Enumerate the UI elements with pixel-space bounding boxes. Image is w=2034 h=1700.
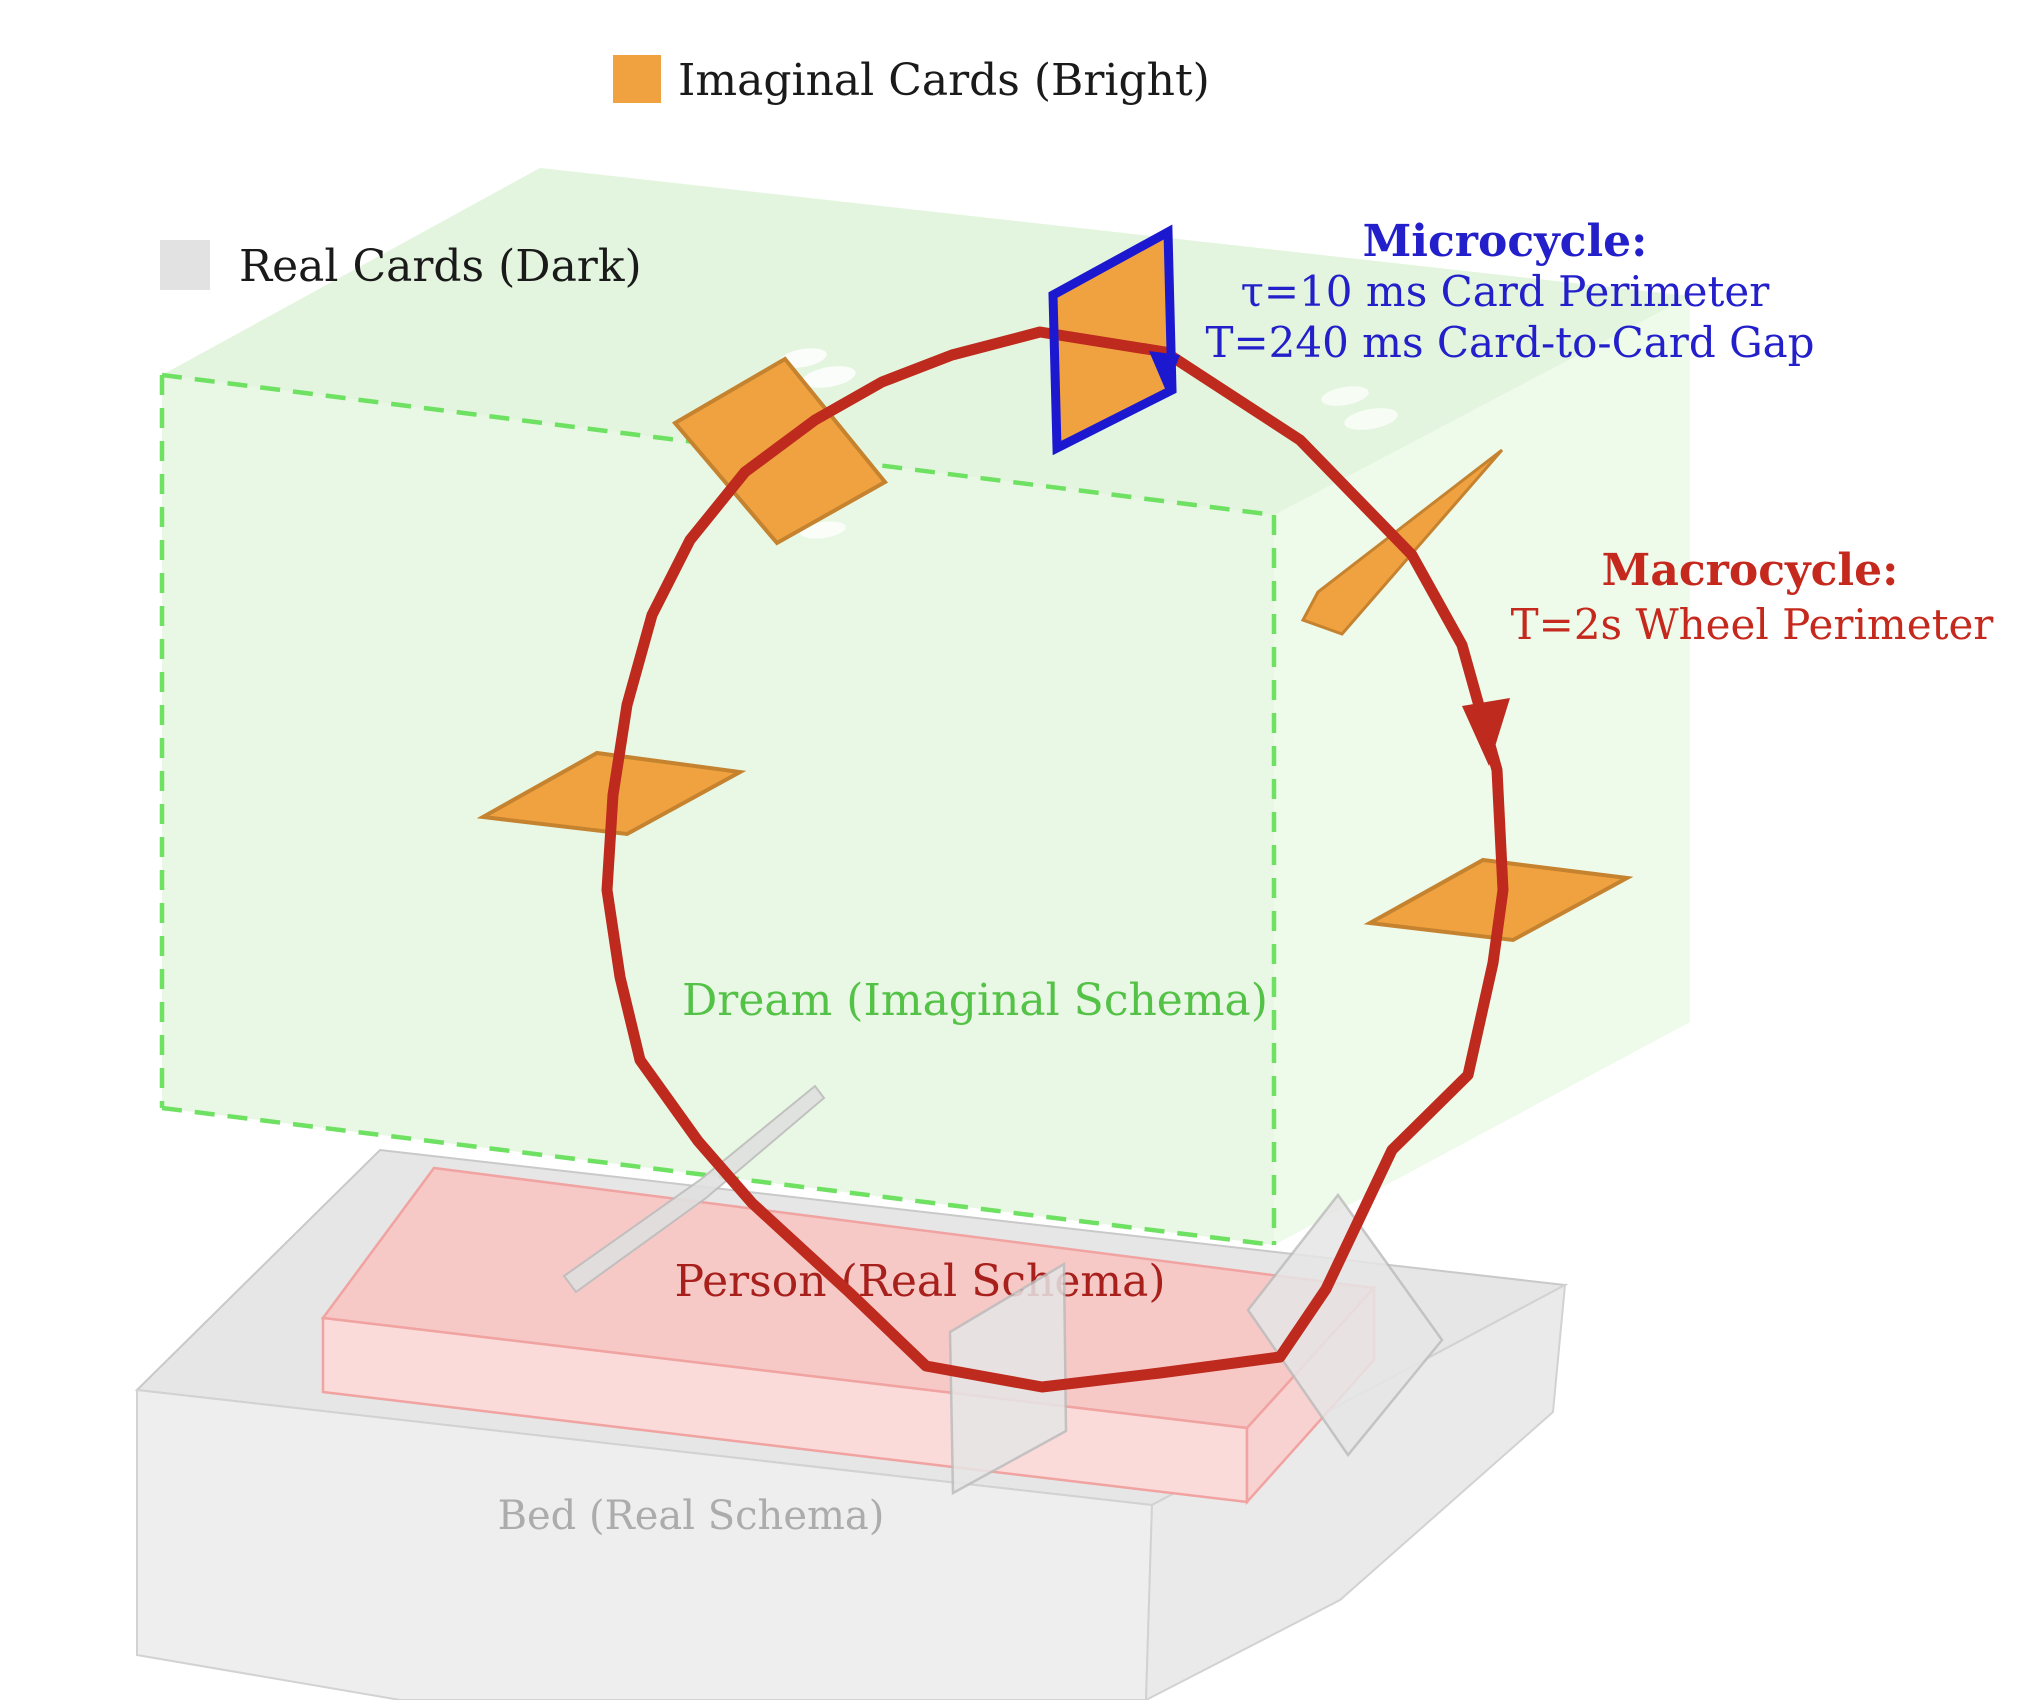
hidden-edge-back-top <box>161 372 1275 518</box>
person-region-label: Person (Real Schema) <box>674 1256 1165 1307</box>
layer-cards-wheel <box>160 55 1634 1496</box>
microcycle-heading: Microcycle: <box>1363 216 1648 267</box>
bed-right-face <box>1144 1283 1567 1700</box>
macrocycle-line2: T=2s Wheel Perimeter <box>1511 600 1995 649</box>
legend-imaginal-label: Imaginal Cards (Bright) <box>678 55 1210 106</box>
microcycle-card-border <box>1048 224 1177 456</box>
ghost-oval <box>1344 408 1398 430</box>
legend-real-swatch <box>160 240 210 290</box>
microcycle-line2: τ=10 ms Card Perimeter <box>1241 267 1771 316</box>
dream-box-top-face <box>162 168 1690 515</box>
legend-imaginal-swatch <box>613 55 661 103</box>
real-card-right <box>1246 1192 1444 1458</box>
dream-box-right-face <box>1274 296 1690 1245</box>
dream-region-label: Dream (Imaginal Schema) <box>682 975 1268 1026</box>
macrocycle-arrowhead <box>1462 698 1510 766</box>
bed-front-face <box>136 1388 1154 1700</box>
legend-real-label: Real Cards (Dark) <box>239 241 642 292</box>
macrocycle-heading: Macrocycle: <box>1602 545 1899 596</box>
ghost-oval <box>802 366 856 388</box>
real-card-sliver <box>562 1084 826 1294</box>
bed-region-label: Bed (Real Schema) <box>498 1493 885 1539</box>
microcycle-arrowhead <box>1149 351 1180 391</box>
ghost-oval <box>779 348 827 368</box>
ghost-oval <box>1321 386 1369 406</box>
layer-base <box>134 168 1690 1700</box>
microcycle-line3: T=240 ms Card-to-Card Gap <box>1205 318 1814 367</box>
hidden-edge-back-bottom <box>161 1105 1275 1248</box>
